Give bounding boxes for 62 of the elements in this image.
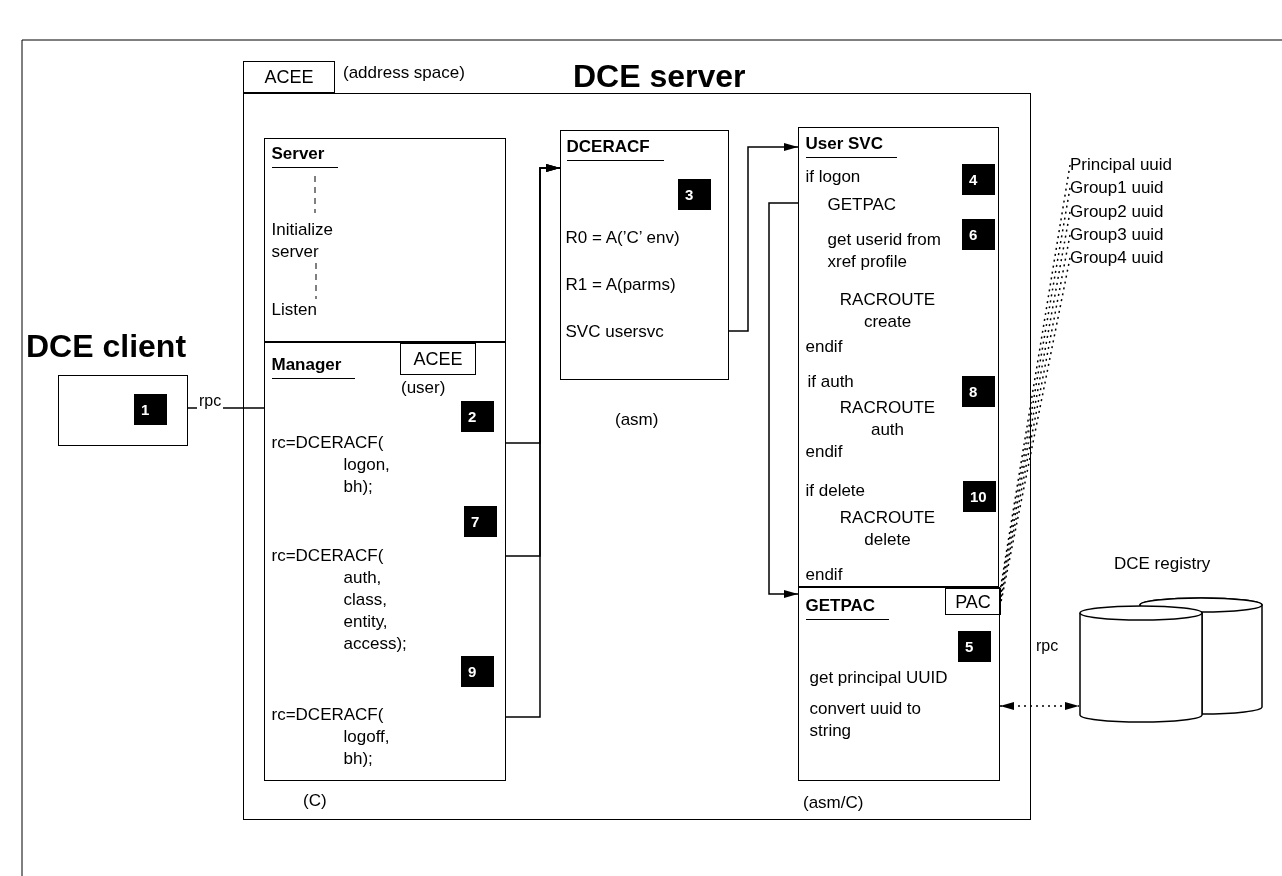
arrow — [505, 164, 561, 718]
step-text: endif — [805, 563, 843, 586]
callout-number: 10 — [963, 481, 996, 512]
tag-box — [945, 588, 1001, 615]
uuid-label: Group1 uuid — [1070, 177, 1164, 200]
step-text: get principal UUID — [809, 666, 948, 689]
callout-number: 7 — [464, 506, 497, 537]
section-heading: DCERACF — [566, 136, 664, 161]
section-heading: Manager — [271, 354, 356, 379]
step-text: Listen — [271, 298, 317, 321]
registry-label: DCE registry — [1114, 553, 1211, 575]
uuid-label: Group2 uuid — [1070, 201, 1164, 224]
callout-number: 8 — [962, 376, 995, 407]
tag-label: ACEE — [264, 68, 314, 86]
uuid-label: Group4 uuid — [1070, 247, 1164, 270]
section-heading: GETPAC — [805, 595, 890, 620]
annotation-text: (user) — [401, 377, 446, 399]
step-text: R1 = A(parms) — [565, 273, 676, 296]
callout-number: 5 — [958, 631, 991, 662]
code-text: rc=DCERACF( logon, bh); — [271, 431, 391, 498]
callout-number: 4 — [962, 164, 995, 195]
callout-number: 6 — [962, 219, 995, 250]
callout-number: 3 — [678, 179, 711, 210]
callout-number: 9 — [461, 656, 494, 687]
arrow — [728, 143, 799, 332]
step-text: if auth — [807, 370, 854, 393]
step-text: if delete — [805, 479, 866, 502]
callout-number: 2 — [461, 401, 494, 432]
step-text: RACROUTE auth — [838, 396, 937, 441]
step-text: endif — [805, 440, 843, 463]
step-text: get userid from xref profile — [827, 228, 942, 273]
section-heading: Server — [271, 143, 339, 168]
annotation-text: (asm) — [615, 409, 659, 431]
arrow — [768, 202, 799, 598]
tag-box — [400, 343, 476, 375]
uuid-label: Principal uuid — [1070, 154, 1173, 177]
arrow — [999, 702, 1080, 710]
step-text: RACROUTE delete — [838, 506, 937, 551]
uuid-label: Group3 uuid — [1070, 224, 1164, 247]
annotation-text: (asm/C) — [803, 792, 864, 814]
frame-title: DCE server — [573, 60, 746, 92]
callout-number: 1 — [134, 394, 167, 425]
code-text: rc=DCERACF( auth, class, entity, access); — [271, 544, 408, 655]
step-text: convert uuid to string — [809, 697, 922, 742]
tag-box — [243, 61, 335, 93]
code-text: rc=DCERACF( logoff, bh); — [271, 703, 391, 770]
step-text: SVC usersvc — [565, 320, 664, 343]
step-text: endif — [805, 335, 843, 358]
step-text: if logon — [805, 165, 861, 188]
annotation-text: (address space) — [343, 62, 465, 84]
module-box — [264, 138, 506, 342]
tag-label: ACEE — [413, 350, 463, 368]
module-box — [798, 127, 999, 587]
annotation-text: (C) — [303, 790, 327, 812]
step-text: RACROUTE create — [838, 288, 937, 333]
client-title: DCE client — [26, 330, 187, 362]
step-text: R0 = A(’C’ env) — [565, 226, 680, 249]
tag-label: PAC — [955, 592, 991, 611]
step-text: GETPAC — [827, 193, 897, 216]
step-text: Initialize server — [271, 218, 334, 263]
module-box — [264, 342, 506, 781]
section-heading: User SVC — [805, 133, 897, 158]
